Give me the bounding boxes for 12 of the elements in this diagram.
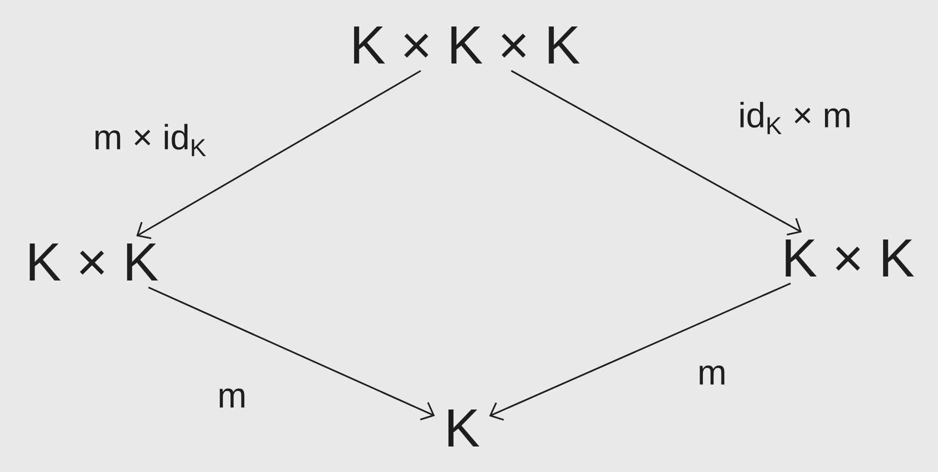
object-label: K × K: [786, 239, 914, 277]
arrow: [136, 70, 422, 240]
arrow: [489, 282, 791, 421]
edge-label: m: [220, 388, 244, 408]
edge-label: m × id$_{K}$: [96, 124, 206, 156]
object-label: K × K × K: [354, 26, 580, 64]
arrow: [510, 70, 802, 236]
arrow: [148, 286, 435, 420]
object-label: K: [448, 409, 480, 447]
edge-label: id$_{K}$ × m: [740, 102, 850, 134]
object-label: K × K: [30, 243, 158, 281]
edge-label: m: [700, 366, 724, 384]
